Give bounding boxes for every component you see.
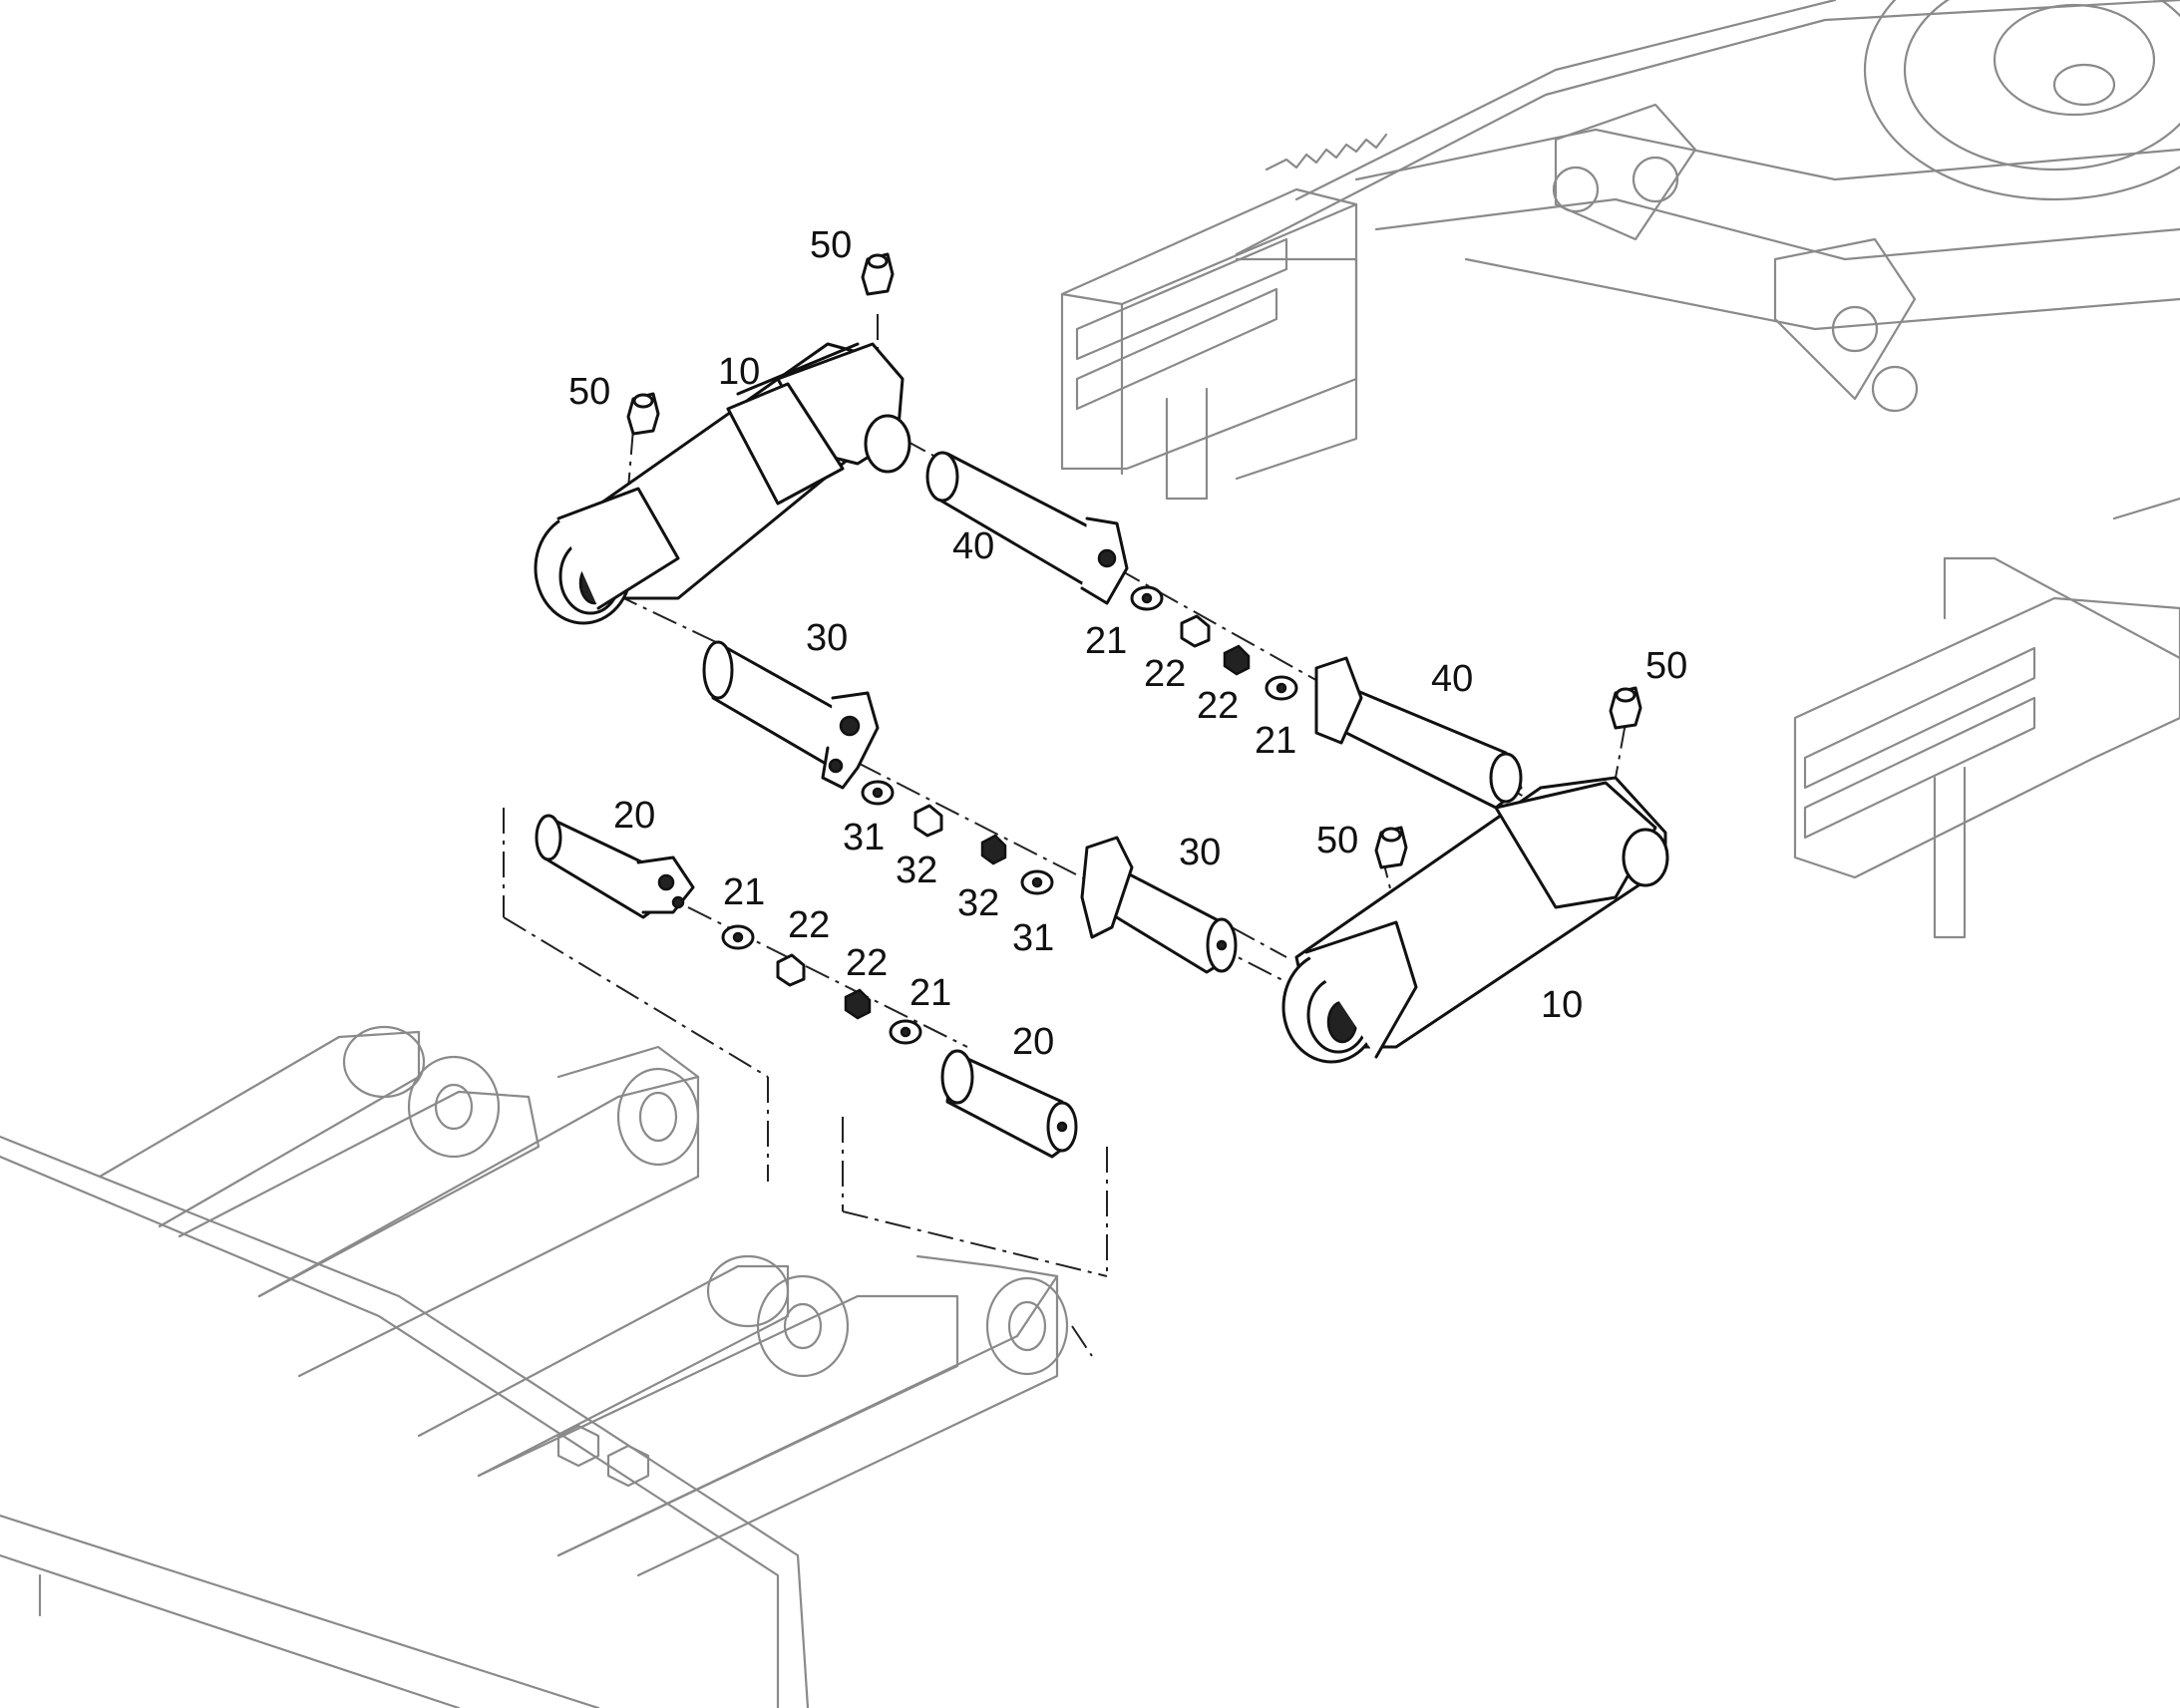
label-32-b: 32 bbox=[957, 882, 999, 924]
label-21-a: 21 bbox=[1085, 620, 1127, 662]
label-21-d: 21 bbox=[909, 972, 951, 1014]
label-21-b: 21 bbox=[1255, 720, 1296, 762]
undercarriage-frame bbox=[1060, 0, 2180, 939]
label-30-right: 30 bbox=[1179, 832, 1221, 873]
label-31-b: 31 bbox=[1012, 917, 1054, 959]
fasteners bbox=[721, 585, 1298, 1045]
pin-20-right bbox=[940, 1049, 1078, 1159]
label-10-bottom: 10 bbox=[1541, 984, 1583, 1026]
label-40-top: 40 bbox=[952, 525, 994, 567]
dozer-blade-frame bbox=[0, 1025, 1069, 1708]
label-10-top: 10 bbox=[718, 351, 760, 393]
label-20-left: 20 bbox=[613, 795, 655, 837]
cylinder-10-bottom bbox=[1281, 776, 1669, 1064]
label-22-a: 22 bbox=[1144, 653, 1186, 695]
label-20-right: 20 bbox=[1012, 1021, 1054, 1063]
label-50-d: 50 bbox=[1316, 820, 1358, 861]
label-22-c: 22 bbox=[788, 904, 830, 946]
label-21-c: 21 bbox=[723, 871, 765, 913]
pin-30-left bbox=[702, 640, 880, 790]
label-22-d: 22 bbox=[846, 942, 888, 984]
label-50-c: 50 bbox=[1645, 645, 1687, 687]
label-30-left: 30 bbox=[806, 617, 848, 659]
label-31-a: 31 bbox=[843, 817, 885, 858]
callout-labels: 10 10 50 50 50 50 40 40 30 30 20 20 21 2… bbox=[568, 224, 1687, 1063]
label-40-right: 40 bbox=[1431, 658, 1473, 700]
label-50-a: 50 bbox=[810, 224, 852, 266]
label-32-a: 32 bbox=[896, 850, 937, 891]
cylinder-10-top bbox=[534, 342, 911, 625]
label-50-b: 50 bbox=[568, 371, 610, 413]
pin-30-right bbox=[1080, 836, 1238, 974]
pin-20-left bbox=[535, 814, 695, 919]
grease-nipples bbox=[626, 252, 1642, 869]
label-22-b: 22 bbox=[1197, 685, 1239, 727]
pin-40-upper bbox=[925, 451, 1129, 605]
pin-40-right bbox=[1314, 656, 1523, 810]
